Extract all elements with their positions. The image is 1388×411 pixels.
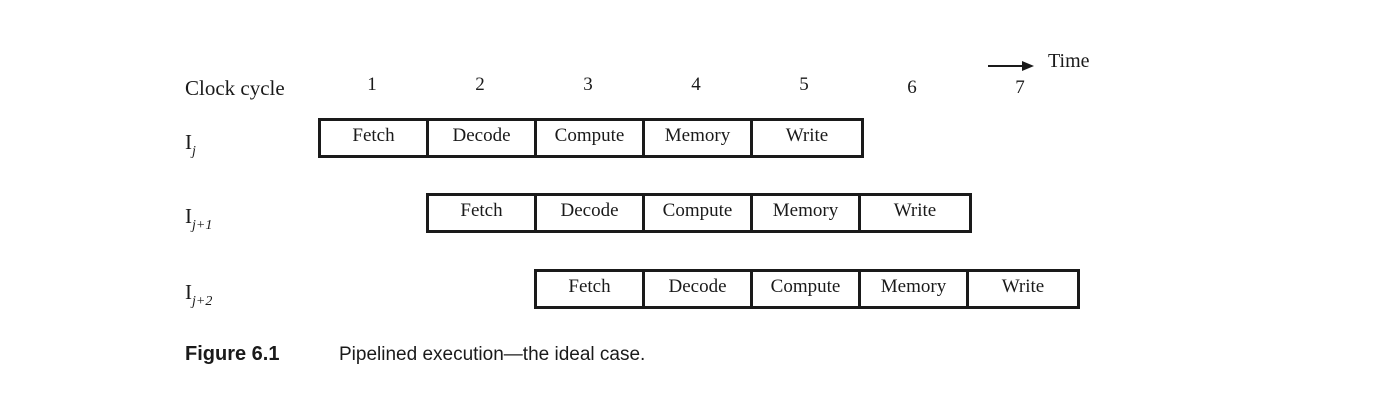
stage-memory: Memory [753,196,861,230]
stage-compute: Compute [645,196,753,230]
stage-compute: Compute [537,121,645,155]
stage-decode: Decode [645,272,753,306]
stage-write: Write [785,125,829,146]
figure-number: Figure 6.1 [185,343,280,365]
instruction-label-subscript: j+1 [192,218,213,233]
instruction-label-subscript: j+2 [192,294,213,309]
cycle-number: 4 [691,74,701,95]
stage-decode: Decode [429,121,537,155]
cycle-number: 7 [1015,77,1025,98]
instruction-label-main: I [185,204,192,228]
instruction-label-subscript: j [192,144,196,159]
cycle-number: 5 [799,74,809,95]
instruction-label-main: I [185,130,192,154]
time-arrow-icon [988,61,1034,71]
stage-fetch: Fetch [321,121,429,155]
cycle-number: 6 [907,77,917,98]
instruction-label-main: I [185,280,192,304]
instruction-label: Ij [185,130,196,160]
time-label: Time [1048,50,1090,72]
stage-compute: Compute [753,272,861,306]
clock-cycle-label: Clock cycle [185,76,285,100]
stage-fetch: Fetch [537,272,645,306]
figure-caption: Pipelined execution—the ideal case. [339,344,646,365]
stage-write: Write [1001,276,1045,297]
stage-write: Write [893,200,937,221]
cycle-number: 3 [583,74,593,95]
instruction-label: Ij+2 [185,280,212,310]
stage-memory: Memory [861,272,969,306]
stage-decode: Decode [537,196,645,230]
stage-fetch: Fetch [429,196,537,230]
cycle-number: 2 [475,74,485,95]
stage-memory: Memory [645,121,753,155]
instruction-label: Ij+1 [185,204,212,234]
cycle-number: 1 [367,74,377,95]
